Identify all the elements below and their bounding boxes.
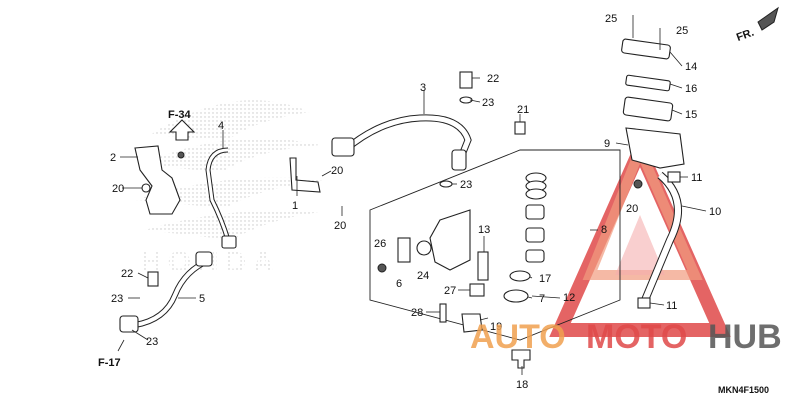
watermark-word-hub: HUB [708, 318, 782, 356]
callout-22-left: 22 [121, 268, 133, 280]
callout-23-mid: 23 [460, 179, 472, 191]
callout-23-bottom: 23 [146, 336, 158, 348]
callout-1: 1 [292, 200, 298, 212]
callout-25-right: 25 [676, 25, 688, 37]
callout-20-right: 20 [626, 203, 638, 215]
bolt-20-left [141, 183, 151, 193]
ref-f17: F-17 [98, 357, 121, 369]
rod-13 [477, 251, 489, 281]
bolt-22-top [459, 71, 473, 89]
callout-19: 19 [490, 321, 502, 333]
callout-16: 16 [685, 83, 697, 95]
callout-8: 8 [601, 224, 607, 236]
ref-front: FR. [735, 27, 756, 44]
watermark-word-auto: AUTO [470, 318, 566, 356]
clip-11-bottom [637, 297, 651, 309]
cap-14 [621, 38, 671, 60]
diaphragm-15 [622, 96, 674, 122]
callout-13: 13 [478, 224, 490, 236]
callout-14: 14 [685, 61, 697, 73]
callout-24: 24 [417, 270, 429, 282]
callout-28: 28 [411, 307, 423, 319]
clevis-19 [461, 313, 483, 333]
callout-6: 6 [396, 278, 402, 290]
callout-20-center: 20 [334, 220, 346, 232]
banjo-fitting [331, 137, 355, 157]
callout-27: 27 [444, 285, 456, 297]
callout-25-left: 25 [605, 13, 617, 25]
bolt-18 [511, 349, 531, 369]
bolt-22-left [147, 271, 159, 287]
watermark-wordmark: AUTO MOTO HUB [470, 318, 782, 356]
callout-5: 5 [199, 293, 205, 305]
bolt-20-right [633, 179, 643, 189]
washer-23-mid [439, 180, 453, 188]
hose-fitting-top [195, 251, 213, 267]
hose-end [451, 149, 467, 171]
callout-9: 9 [604, 138, 610, 150]
callout-11-bottom: 11 [666, 300, 677, 312]
callout-21: 21 [517, 104, 529, 116]
callout-numbers: 1 2 3 4 5 6 7 8 9 10 11 11 12 13 14 15 1… [110, 13, 721, 391]
hose-fitting-bottom [119, 315, 139, 333]
callout-2: 2 [110, 152, 116, 164]
hose-joint [221, 235, 237, 249]
callout-7: 7 [539, 293, 545, 305]
callout-12: 12 [563, 292, 575, 304]
callout-20-left: 20 [112, 183, 124, 195]
callout-26: 26 [374, 238, 386, 250]
callout-18: 18 [516, 379, 528, 391]
watermark-logo [549, 132, 731, 337]
callout-3: 3 [420, 82, 426, 94]
bolt-icon [177, 151, 185, 159]
diagram-code: MKN4F1500 [718, 385, 769, 395]
f34-arrow-icon [168, 119, 196, 141]
front-arrow-icon [757, 6, 779, 31]
callout-17: 17 [539, 273, 551, 285]
piston-components [503, 172, 547, 303]
bolt-21 [514, 121, 526, 135]
plate-16 [625, 74, 671, 92]
leader-lines [117, 51, 707, 375]
callout-22-top: 22 [487, 73, 499, 85]
clip-part-1 [289, 157, 321, 193]
callout-10: 10 [709, 206, 721, 218]
callout-4: 4 [218, 120, 224, 132]
bracket-part [134, 145, 181, 215]
clip-11-top [667, 171, 681, 183]
assembly-outline [369, 149, 621, 341]
bolt-26 [377, 263, 387, 273]
o-ring-24 [416, 240, 432, 256]
callout-11-top: 11 [691, 172, 702, 184]
watermark-word-moto: MOTO [586, 318, 687, 356]
pin-28 [439, 303, 447, 323]
callout-15: 15 [685, 109, 697, 121]
callout-20-clip: 20 [331, 165, 343, 177]
callout-23-top: 23 [482, 97, 494, 109]
fitting-6 [397, 237, 411, 263]
master-cylinder-body [429, 209, 471, 271]
ref-f34: F-34 [168, 109, 192, 121]
reservoir-9 [625, 127, 685, 169]
nut-27 [469, 283, 485, 297]
callout-23-left: 23 [111, 293, 123, 305]
